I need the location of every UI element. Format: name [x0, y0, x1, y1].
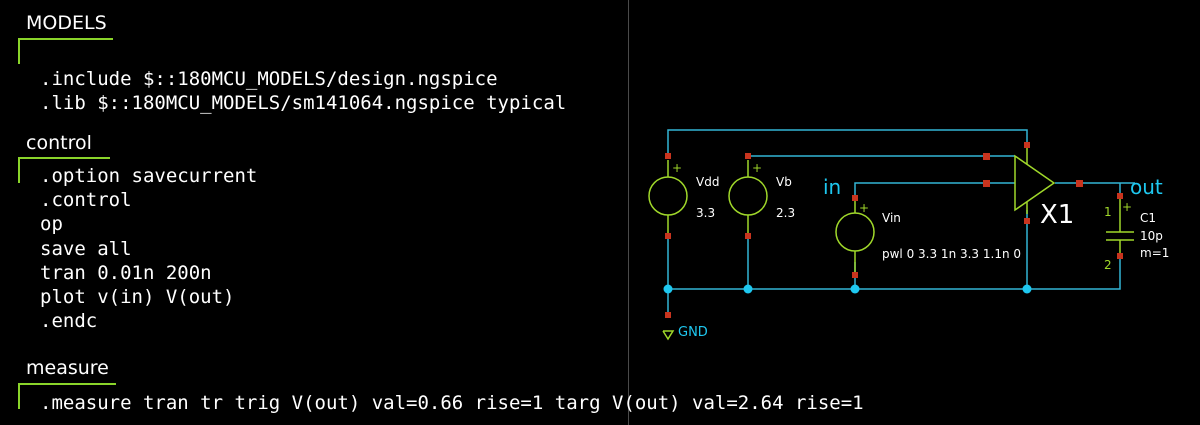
cap-name: C1: [1140, 211, 1156, 225]
plus-markers: + + + +: [672, 161, 1132, 215]
measure-block-title: measure: [26, 357, 109, 379]
components: [648, 148, 1134, 341]
svg-text:+: +: [1122, 200, 1132, 214]
gnd-symbol: [662, 330, 675, 341]
measure-block-bracket: [18, 383, 20, 409]
net-label-out: out: [1130, 175, 1163, 199]
svg-text:+: +: [752, 161, 762, 175]
cap-pin2-number: 2: [1104, 258, 1112, 272]
gnd-label: GND: [678, 325, 708, 340]
svg-text:+: +: [672, 161, 682, 175]
code-line: op: [40, 213, 63, 236]
pane-divider: [628, 0, 629, 425]
code-line: .endc: [40, 310, 98, 333]
measure-code: .measure tran tr trig V(out) val=0.66 ri…: [40, 391, 864, 415]
amp-name: X1: [1040, 200, 1074, 230]
code-line: tran 0.01n 200n: [40, 261, 212, 284]
svg-text:+: +: [859, 201, 869, 215]
component-labels: Vdd 3.3 Vb 2.3 Vin pwl 0 3.3 1n 3.3 1.1n…: [696, 175, 1169, 261]
cap-pin-numbers: 1 2: [1104, 205, 1112, 272]
code-line: .control: [40, 189, 132, 212]
code-line: save all: [40, 237, 132, 260]
control-block-underline: [18, 157, 110, 159]
measure-block-underline: [18, 383, 116, 385]
vin-source[interactable]: [835, 201, 875, 272]
control-block-bracket: [18, 157, 20, 183]
vdd-name: Vdd: [696, 175, 719, 189]
net-label-in: in: [823, 175, 841, 199]
schematic-canvas[interactable]: + + + + Vdd 3.3 Vb 2.3 Vin pwl 0 3.3 1n …: [629, 0, 1200, 425]
cap-value: 10p: [1140, 229, 1163, 243]
models-code: .include $::180MCU_MODELS/design.ngspice…: [40, 67, 566, 115]
code-line: .measure tran tr trig V(out) val=0.66 ri…: [40, 392, 864, 414]
wires: [667, 129, 1135, 314]
models-block-title: MODELS: [26, 12, 107, 34]
code-line: .lib $::180MCU_MODELS/sm141064.ngspice t…: [40, 92, 567, 115]
cap-pin1-number: 1: [1104, 205, 1112, 219]
code-line: .include $::180MCU_MODELS/design.ngspice: [40, 68, 498, 90]
vb-value: 2.3: [776, 206, 795, 220]
wire-in-to-amp: [854, 182, 1015, 198]
vdd-value: 3.3: [696, 206, 715, 220]
control-block-title: control: [26, 132, 92, 154]
models-block-underline: [18, 38, 113, 40]
amplifier-x1[interactable]: [1014, 148, 1056, 214]
vin-value: pwl 0 3.3 1n 3.3 1.1n 0: [882, 247, 1021, 261]
vb-name: Vb: [776, 175, 792, 189]
pins: [665, 142, 1123, 318]
vb-source[interactable]: [728, 160, 768, 233]
code-line: plot v(in) V(out): [40, 285, 235, 308]
net-labels: in out GND: [678, 175, 1163, 340]
cap-mult: m=1: [1140, 246, 1169, 260]
wire-ground-rail: [667, 237, 1121, 290]
models-block-bracket: [18, 38, 20, 64]
vin-name: Vin: [882, 211, 901, 225]
junctions: [663, 284, 1032, 294]
vdd-source[interactable]: [648, 160, 688, 233]
wire-vdd-top: [667, 129, 1028, 156]
code-line: .option savecurrent: [40, 165, 258, 187]
